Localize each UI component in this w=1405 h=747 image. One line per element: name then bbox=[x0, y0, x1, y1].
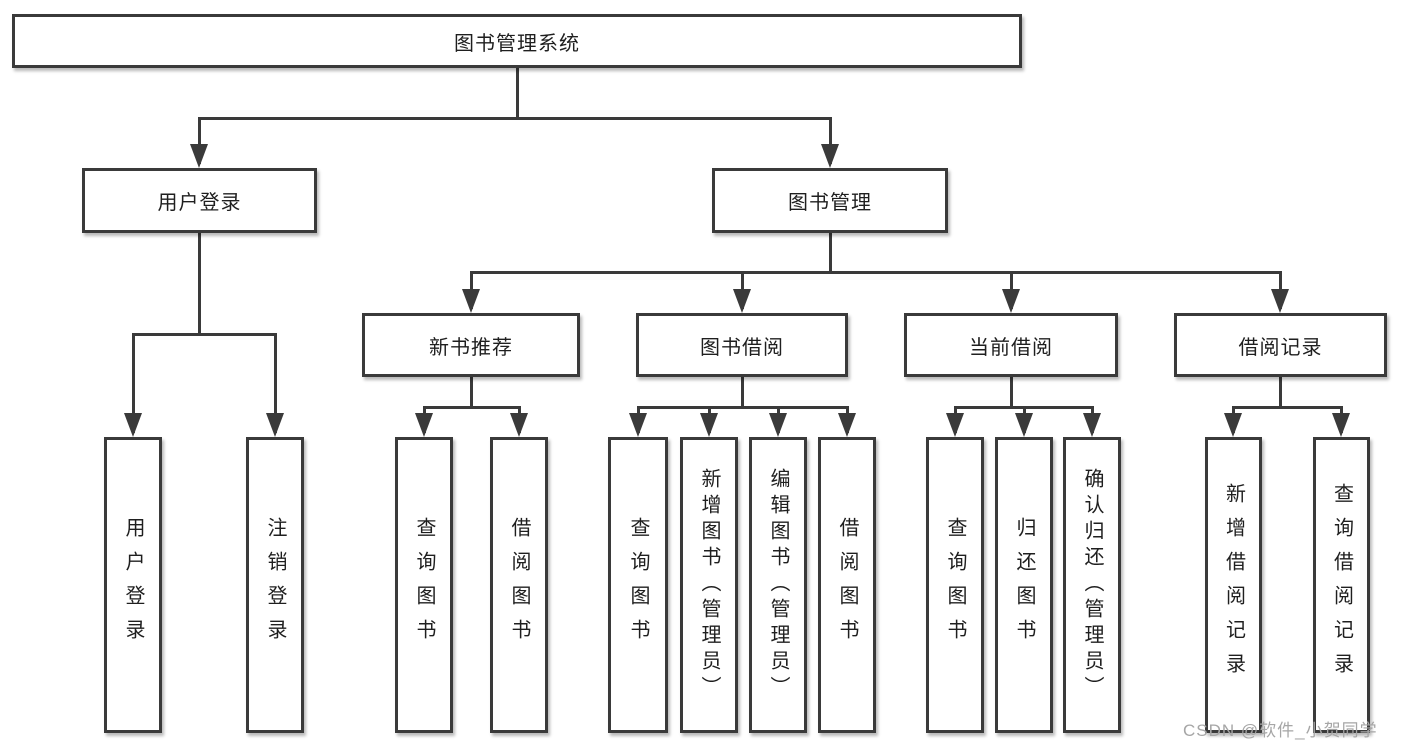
connector-drop bbox=[131, 333, 135, 433]
connector-bar bbox=[1231, 406, 1343, 409]
leaf-label: 注销登录 bbox=[264, 517, 286, 653]
leaf-add-borrow-record: 新增借阅记录 bbox=[1205, 437, 1262, 733]
arrow-down-icon bbox=[124, 413, 142, 437]
leaf-label: 查询图书 bbox=[944, 517, 966, 653]
node-label: 图书借阅 bbox=[700, 336, 784, 359]
connector-stub bbox=[740, 377, 744, 409]
arrow-down-icon bbox=[1083, 413, 1101, 437]
arrow-down-icon bbox=[266, 413, 284, 437]
leaf-label: 新增借阅记录 bbox=[1222, 483, 1245, 687]
connector-stub bbox=[515, 68, 519, 120]
leaf-label: 查询图书 bbox=[627, 517, 649, 653]
arrow-down-icon bbox=[510, 413, 528, 437]
connector-bar bbox=[197, 117, 832, 120]
leaf-query-books-borrow: 查询图书 bbox=[608, 437, 668, 733]
arrow-down-icon bbox=[190, 144, 208, 168]
node-borrow-records: 借阅记录 bbox=[1174, 313, 1387, 377]
arrow-down-icon bbox=[1271, 289, 1289, 313]
connector-drop bbox=[828, 117, 832, 164]
arrow-down-icon bbox=[629, 413, 647, 437]
node-label: 新书推荐 bbox=[429, 336, 513, 359]
node-system-root: 图书管理系统 bbox=[12, 14, 1022, 68]
arrow-down-icon bbox=[1224, 413, 1242, 437]
leaf-label: 归还图书 bbox=[1013, 517, 1035, 653]
leaf-label: 确认归还（管理员） bbox=[1081, 468, 1103, 702]
arrow-down-icon bbox=[1015, 413, 1033, 437]
connector-bar bbox=[636, 406, 849, 409]
arrow-down-icon bbox=[733, 289, 751, 313]
connector-stub bbox=[1009, 377, 1013, 409]
leaf-query-books-current: 查询图书 bbox=[926, 437, 984, 733]
node-current-borrow: 当前借阅 bbox=[904, 313, 1118, 377]
leaf-label: 用户登录 bbox=[122, 517, 144, 653]
connector-bar bbox=[422, 406, 521, 409]
node-book-borrow: 图书借阅 bbox=[636, 313, 848, 377]
leaf-return-books: 归还图书 bbox=[995, 437, 1053, 733]
leaf-logout: 注销登录 bbox=[246, 437, 304, 733]
node-label: 借阅记录 bbox=[1238, 336, 1323, 359]
arrow-down-icon bbox=[462, 289, 480, 313]
arrow-down-icon bbox=[769, 413, 787, 437]
connector-drop bbox=[197, 117, 201, 164]
connector-stub bbox=[828, 233, 832, 274]
leaf-query-borrow-record: 查询借阅记录 bbox=[1313, 437, 1370, 733]
arrow-down-icon bbox=[838, 413, 856, 437]
leaf-query-books-recommend: 查询图书 bbox=[395, 437, 453, 733]
leaf-borrow-books: 借阅图书 bbox=[818, 437, 876, 733]
connector-stub bbox=[469, 377, 473, 409]
connector-bar bbox=[131, 333, 277, 336]
node-label: 图书管理系统 bbox=[454, 32, 580, 55]
leaf-edit-book-admin: 编辑图书（管理员） bbox=[749, 437, 807, 733]
leaf-add-book-admin: 新增图书（管理员） bbox=[680, 437, 738, 733]
leaf-confirm-return-admin: 确认归还（管理员） bbox=[1063, 437, 1121, 733]
leaf-label: 查询图书 bbox=[413, 517, 435, 653]
node-new-book-recommend: 新书推荐 bbox=[362, 313, 580, 377]
connector-bar bbox=[469, 271, 1282, 274]
connector-stub bbox=[1278, 377, 1282, 409]
leaf-label: 编辑图书（管理员） bbox=[767, 468, 789, 702]
node-label: 用户登录 bbox=[157, 192, 242, 214]
leaf-label: 新增图书（管理员） bbox=[698, 468, 720, 702]
arrow-down-icon bbox=[1332, 413, 1350, 437]
node-user-login-branch: 用户登录 bbox=[82, 168, 317, 233]
arrow-down-icon bbox=[821, 144, 839, 168]
watermark: CSDN @软件_小贺同学 bbox=[1183, 721, 1378, 740]
leaf-label: 借阅图书 bbox=[836, 517, 858, 653]
arrow-down-icon bbox=[1002, 289, 1020, 313]
leaf-label: 借阅图书 bbox=[508, 517, 530, 653]
arrow-down-icon bbox=[946, 413, 964, 437]
arrow-down-icon bbox=[415, 413, 433, 437]
connector-stub bbox=[197, 233, 201, 336]
leaf-user-login: 用户登录 bbox=[104, 437, 162, 733]
leaf-label: 查询借阅记录 bbox=[1330, 483, 1353, 687]
arrow-down-icon bbox=[700, 413, 718, 437]
leaf-borrow-books-recommend: 借阅图书 bbox=[490, 437, 548, 733]
node-book-management-branch: 图书管理 bbox=[712, 168, 948, 233]
node-label: 当前借阅 bbox=[969, 336, 1053, 359]
connector-drop bbox=[273, 333, 277, 433]
node-label: 图书管理 bbox=[788, 192, 872, 214]
